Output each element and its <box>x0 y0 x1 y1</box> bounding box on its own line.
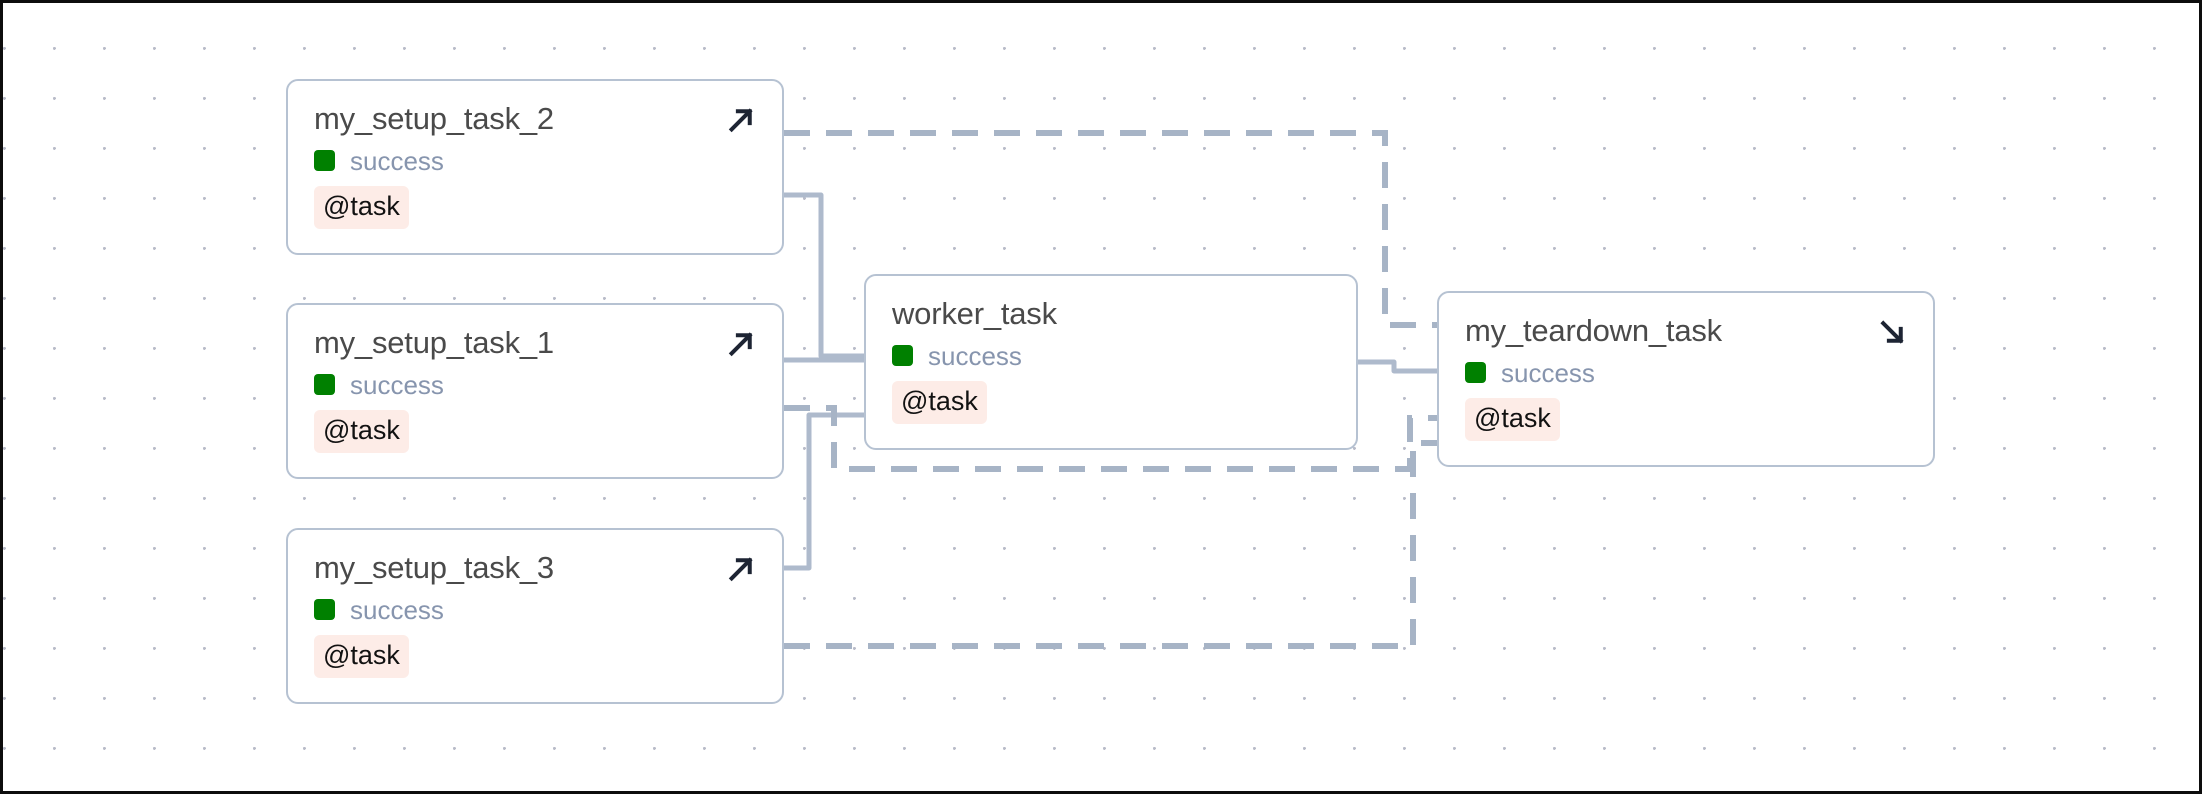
node-header: my_setup_task_1 <box>314 325 756 360</box>
status-label: success <box>350 594 444 625</box>
node-status-row: success <box>892 343 1330 369</box>
node-badge-row: @task <box>892 380 1330 424</box>
arrow-up-right-icon <box>726 329 756 359</box>
task-node-my-setup-task-2[interactable]: my_setup_task_2 success @task <box>286 79 784 255</box>
node-badge-row: @task <box>314 634 756 678</box>
decorator-badge: @task <box>892 380 987 424</box>
task-node-my-setup-task-1[interactable]: my_setup_task_1 success @task <box>286 303 784 479</box>
status-label: success <box>350 369 444 400</box>
status-swatch-success <box>314 150 335 172</box>
node-header: my_teardown_task <box>1465 313 1907 348</box>
node-status-row: success <box>314 372 756 398</box>
node-title: worker_task <box>892 296 1057 331</box>
decorator-badge: @task <box>1465 397 1560 441</box>
status-swatch-success <box>892 345 913 367</box>
edge-worker-to-teardown <box>1358 359 1437 374</box>
decorator-badge: @task <box>314 409 409 453</box>
task-node-my-setup-task-3[interactable]: my_setup_task_3 success @task <box>286 528 784 704</box>
node-header: my_setup_task_3 <box>314 550 756 585</box>
node-title: my_setup_task_3 <box>314 550 554 585</box>
edge-setup3-to-teardown <box>784 440 1437 649</box>
status-label: success <box>350 145 444 176</box>
node-badge-row: @task <box>314 409 756 453</box>
decorator-badge: @task <box>314 185 409 229</box>
edge-setup3-to-worker <box>784 412 864 571</box>
status-label: success <box>1501 357 1595 388</box>
node-title: my_teardown_task <box>1465 313 1722 348</box>
status-swatch-success <box>314 374 335 396</box>
node-badge-row: @task <box>1465 397 1907 441</box>
node-status-row: success <box>1465 360 1907 386</box>
arrow-up-right-icon <box>726 105 756 135</box>
edge-setup2-to-worker <box>784 192 864 359</box>
node-status-row: success <box>314 148 756 174</box>
status-swatch-success <box>314 599 335 621</box>
node-title: my_setup_task_2 <box>314 101 554 136</box>
node-status-row: success <box>314 597 756 623</box>
task-node-worker-task[interactable]: worker_task success @task <box>864 274 1358 450</box>
node-header: worker_task <box>892 296 1330 331</box>
node-badge-row: @task <box>314 185 756 229</box>
arrow-up-right-icon <box>726 554 756 584</box>
decorator-badge: @task <box>314 634 409 678</box>
task-node-my-teardown-task[interactable]: my_teardown_task success @task <box>1437 291 1935 467</box>
node-header: my_setup_task_2 <box>314 101 756 136</box>
status-swatch-success <box>1465 362 1486 384</box>
node-title: my_setup_task_1 <box>314 325 554 360</box>
status-label: success <box>928 340 1022 371</box>
arrow-down-right-icon <box>1877 317 1907 347</box>
